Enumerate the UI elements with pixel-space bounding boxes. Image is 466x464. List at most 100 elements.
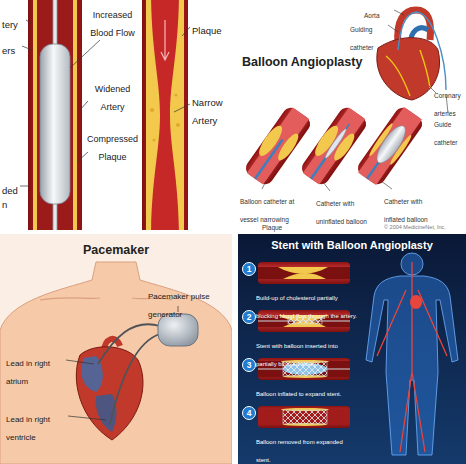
artery-inflated-balloon-part: [372, 122, 410, 167]
leader-lines: [66, 306, 178, 420]
artery-with-catheter-part: [275, 131, 302, 163]
part-label: Increased Blood Flow: [90, 10, 135, 38]
artery-comparison-illustration: [0, 0, 232, 230]
step-number-circle: 2: [242, 310, 256, 324]
leader-lines-part: [381, 181, 392, 189]
widened-artery-part: [28, 0, 82, 230]
part-label-box: Plaque: [192, 20, 230, 38]
part-label: Coronary arteries: [434, 92, 461, 117]
step-caption: Balloon inflated to expand stent.: [256, 391, 341, 397]
part-label-box: Guide catheter: [434, 113, 465, 149]
step-caption: Build-up of cholesterol partially blocki…: [256, 295, 357, 319]
step-artery: [258, 406, 350, 428]
part-label-box: Guiding catheter: [350, 18, 388, 54]
step-artery-part: [258, 262, 350, 284]
artery-uninflated-balloon: [299, 105, 369, 188]
narrow-artery-part: [161, 20, 169, 60]
part-label: Pacemaker pulse generator: [148, 292, 210, 319]
part-label-box: Lead in right atrium: [6, 352, 64, 388]
panel-title-box: Balloon Angioplasty: [242, 52, 374, 70]
leader-lines-part: [70, 40, 100, 68]
step-artery: [258, 262, 350, 284]
step-caption-box: Balloon inflated to expand stent.: [256, 382, 358, 400]
leader-lines-part: [26, 20, 32, 24]
panel-title: Pacemaker: [83, 243, 149, 257]
artery-inflated-balloon: [355, 105, 425, 188]
leader-lines-part: [68, 416, 106, 420]
artery-with-catheter: [243, 105, 313, 188]
part-label: Lead in right ventricle: [6, 415, 50, 442]
narrow-artery-part: [142, 0, 188, 230]
artery-uninflated-balloon-part: [299, 105, 369, 188]
callout-number: 1: [247, 265, 252, 274]
leader-lines-part: [394, 10, 404, 15]
pacemaker-illustration-part: [0, 234, 232, 464]
part-label-box: Pacemaker pulse generator: [148, 285, 230, 321]
step-artery-part: [258, 409, 350, 425]
artery-uninflated-balloon-part: [323, 127, 348, 159]
part-label: Guiding catheter: [350, 26, 374, 51]
part-label: Plaque: [192, 25, 222, 36]
pacemaker-leads-part: [110, 334, 160, 424]
leader-lines: [262, 10, 448, 191]
step-caption-box: Balloon removed from expanded stent.: [256, 430, 358, 464]
human-figure: [366, 253, 458, 455]
part-label-box: Increased Blood Flow: [84, 4, 141, 40]
stent-illustration: [238, 234, 466, 464]
heart-figure: [377, 10, 446, 100]
leader-lines-part: [323, 182, 330, 191]
part-label: Aorta: [364, 12, 380, 19]
panel-title: Balloon Angioplasty: [242, 55, 362, 69]
artery-uninflated-balloon-part: [303, 107, 365, 184]
caption-label: Balloon catheter at vessel narrowing: [240, 198, 294, 223]
artery-with-catheter-part: [243, 105, 313, 188]
torso: [0, 262, 232, 464]
pacemaker-illustration: [0, 234, 232, 464]
leader-lines-part: [388, 25, 398, 32]
cut-part-label: n: [2, 199, 7, 210]
narrow-artery-part: [176, 123, 180, 127]
heart-figure-part: [420, 50, 430, 88]
leader-lines-part: [262, 181, 266, 189]
cut-part-label: ers: [2, 45, 15, 56]
heart-figure-part: [398, 12, 446, 90]
part-label: Narrow Artery: [192, 97, 223, 126]
widened-artery-part: [53, 0, 57, 48]
narrow-artery-part: [151, 0, 179, 230]
step-number-circle: 4: [242, 406, 256, 420]
heart: [76, 339, 143, 440]
human-figure-part: [377, 262, 447, 452]
cut-part-label-box: ded: [2, 180, 26, 198]
caption-label-box: Catheter with uninflated balloon: [316, 192, 374, 228]
widened-artery-part: [37, 0, 73, 230]
narrow-artery-part: [146, 0, 184, 230]
part-label-box: Widened Artery: [84, 78, 141, 114]
cut-part-label: tery: [2, 19, 18, 30]
step-artery-part: [283, 410, 327, 424]
caption-label: Catheter with uninflated balloon: [316, 200, 367, 225]
artery-with-catheter-part: [255, 139, 283, 178]
stent-panel: Stent with Balloon Angioplasty1234: [238, 234, 466, 464]
callout-number: 4: [247, 409, 252, 418]
step-artery-part: [278, 267, 328, 274]
artery-with-catheter-part: [247, 107, 309, 184]
part-label-box: Compressed Plaque: [84, 128, 141, 164]
cut-part-label-box: tery: [2, 14, 26, 32]
leader-lines-part: [22, 46, 32, 50]
balloon-angioplasty-illustration: [238, 0, 466, 230]
part-label: Compressed Plaque: [87, 134, 138, 162]
narrow-artery: [142, 0, 188, 230]
widened-artery-part: [33, 0, 77, 230]
caption-label-box: Catheter with inflated balloon: [384, 190, 444, 226]
part-label: Plaque: [262, 224, 282, 231]
artery-inflated-balloon-part: [355, 105, 425, 188]
leader-lines-part: [80, 101, 88, 110]
callout-number: 2: [247, 313, 252, 322]
cut-part-label: ded: [2, 185, 18, 196]
panel-title: Stent with Balloon Angioplasty: [238, 239, 466, 252]
human-figure-part: [410, 295, 422, 309]
caption-label-box: Balloon catheter at vessel narrowing: [240, 190, 300, 226]
